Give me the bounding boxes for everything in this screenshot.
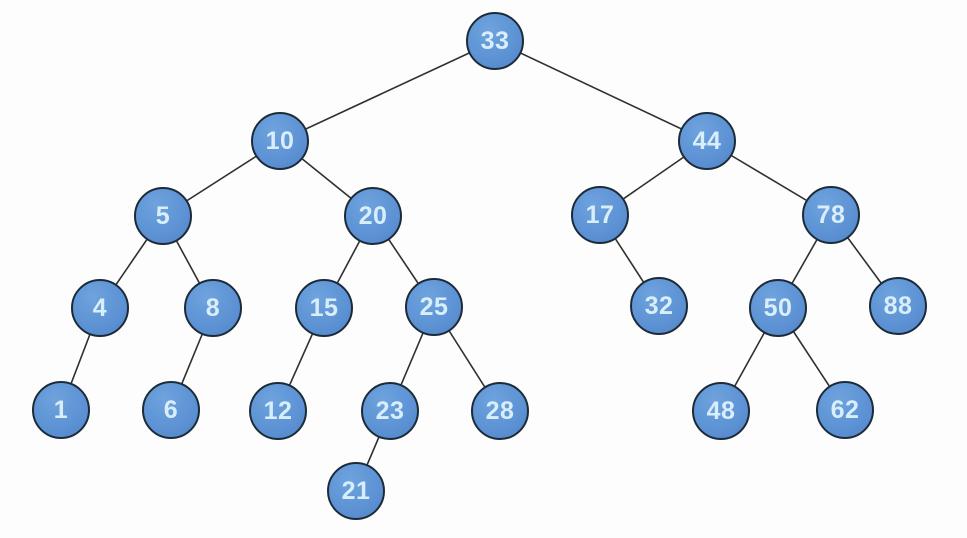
tree-node-32: 32 xyxy=(630,277,688,335)
tree-node-62: 62 xyxy=(816,381,874,439)
tree-node-20: 20 xyxy=(344,187,402,245)
tree-node-15: 15 xyxy=(295,279,353,337)
tree-node-8: 8 xyxy=(184,279,242,337)
tree-node-6: 6 xyxy=(142,381,200,439)
tree-node-4: 4 xyxy=(71,279,129,337)
tree-node-21: 21 xyxy=(327,462,385,520)
tree-node-17: 17 xyxy=(571,186,629,244)
tree-node-10: 10 xyxy=(251,112,309,170)
tree-node-88: 88 xyxy=(869,277,927,335)
edge-33-10 xyxy=(279,40,496,142)
tree-node-25: 25 xyxy=(405,278,463,336)
tree-node-48: 48 xyxy=(692,382,750,440)
tree-node-12: 12 xyxy=(249,382,307,440)
tree-node-78: 78 xyxy=(802,186,860,244)
tree-node-5: 5 xyxy=(134,187,192,245)
tree-node-28: 28 xyxy=(471,382,529,440)
edge-33-44 xyxy=(494,40,708,142)
tree-node-44: 44 xyxy=(678,112,736,170)
tree-node-1: 1 xyxy=(32,381,90,439)
tree-node-50: 50 xyxy=(749,279,807,337)
tree-node-23: 23 xyxy=(361,382,419,440)
tree-node-33: 33 xyxy=(466,12,524,70)
